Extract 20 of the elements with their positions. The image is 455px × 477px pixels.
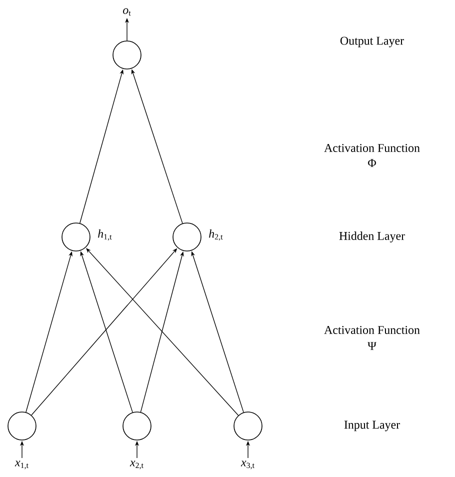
variable-label: o$_{t}$ xyxy=(123,8,131,16)
layer-label: Hidden Layer xyxy=(339,232,405,242)
neuron-label: h$_{2,t}$ xyxy=(209,229,223,241)
variable-label: x$_{3,t}$ xyxy=(240,460,254,470)
neuron-circle xyxy=(112,40,142,70)
layer-label: Φ xyxy=(368,159,376,167)
neuron-circle xyxy=(8,412,36,440)
layer-label: Ψ xyxy=(368,342,376,350)
arrow xyxy=(86,248,239,416)
neuron-label: h$_{1,t}$ xyxy=(98,229,112,241)
layer-label: Activation Function xyxy=(324,144,420,152)
layer-label: Input Layer xyxy=(344,420,400,432)
neuron-circle xyxy=(234,412,262,440)
layer-label: Activation Function xyxy=(324,326,420,334)
variable-label: x$_{2,t}$ xyxy=(130,460,144,470)
neuron-circle xyxy=(122,412,152,440)
neuron-circle xyxy=(172,222,202,252)
variable-label: x$_{1,t}$ xyxy=(14,460,28,470)
neuron-circle xyxy=(62,222,90,252)
layer-label: Output Layer xyxy=(340,36,404,48)
